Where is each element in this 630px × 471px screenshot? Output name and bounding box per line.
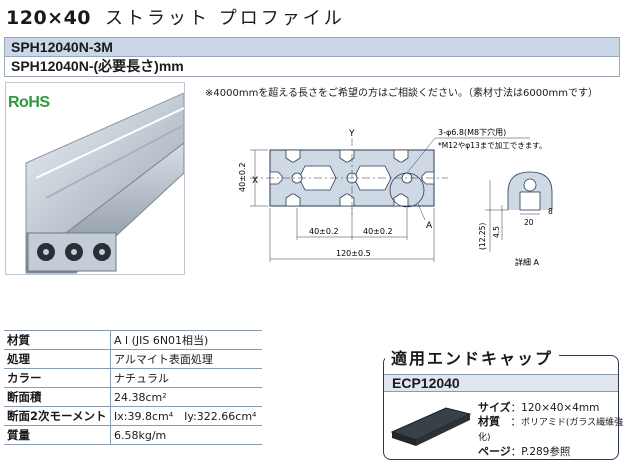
spec-value: Ix:39.8cm⁴ Iy:322.66cm⁴	[110, 406, 262, 426]
spec-row: カラーナチュラル	[4, 368, 262, 388]
width-dim: 120±0.5	[336, 249, 371, 258]
part-number-1: SPH12040N-3M	[4, 37, 620, 57]
endcap-image	[390, 407, 472, 446]
hole-note: *M12やφ13まで加工できます。	[438, 140, 547, 150]
detail-dim-4: 8	[548, 207, 553, 216]
height-dim: 40±0.2	[238, 162, 247, 192]
spec-key: 質量	[4, 425, 111, 445]
product-photo	[5, 82, 185, 275]
spec-key: 断面積	[4, 387, 111, 407]
spec-value: 6.58kg/m	[110, 425, 262, 445]
spec-key: カラー	[4, 368, 111, 388]
cross-section-drawing: X Y 3-φ6.8(M8下穴用) *M12やφ13まで加工できます。 40±0…	[238, 127, 553, 267]
endcap-page-label: ページ	[478, 445, 511, 458]
spec-key: 材質	[4, 330, 111, 350]
extrusion-image	[25, 92, 184, 274]
endcap-size-label: サイズ	[478, 401, 511, 414]
spec-row: 処理アルマイト表面処理	[4, 349, 262, 369]
spec-value: ナチュラル	[110, 368, 262, 388]
endcap-part-number: ECP12040	[384, 374, 618, 392]
spec-value: A l (JIS 6N01相当)	[110, 330, 262, 350]
endcap-heading: 適用エンドキャップ	[385, 345, 560, 369]
detail-dim-2: 4.5	[492, 226, 501, 238]
spec-key: 処理	[4, 349, 111, 369]
hole-label: 3-φ6.8(M8下穴用)	[438, 127, 506, 137]
endcap-material-label: 材質	[478, 415, 500, 428]
axis-y-label: Y	[348, 129, 355, 139]
endcap-material-value: ポリアミド(ガラス繊維強化)	[478, 418, 624, 443]
detail-dim-3: 20	[524, 218, 534, 227]
detail-caption: 詳細 A	[515, 257, 540, 267]
endcap-size-value: 120×40×4mm	[521, 402, 600, 414]
profile-size: 120×40	[6, 7, 92, 29]
spec-key: 断面2次モーメント	[4, 406, 111, 426]
detail-marker: A	[426, 221, 433, 231]
rohs-badge: RoHS	[8, 94, 50, 111]
profile-name: ストラット プロファイル	[105, 8, 345, 29]
endcap-specs: サイズ：120×40×4mm 材質 ：ポリアミド(ガラス繊維強化) ページ：P.…	[478, 401, 624, 458]
part-number-2: SPH12040N-(必要長さ)mm	[4, 57, 620, 77]
detail-dim-1: (12.25)	[478, 223, 487, 250]
spec-value: 24.38cm²	[110, 387, 262, 407]
pitch-dim-2: 40±0.2	[363, 227, 393, 236]
page-title: 120×40 ストラット プロファイル	[6, 4, 345, 30]
endcap-page-value: P.289参照	[521, 446, 571, 458]
pitch-dim-1: 40±0.2	[309, 227, 339, 236]
spec-value: アルマイト表面処理	[110, 349, 262, 369]
length-note: ※4000mmを超える長さをご希望の方はご相談ください。（素材寸法は6000mm…	[205, 88, 598, 99]
detail-a-view: (12.25) 4.5 20 8 詳細 A	[478, 171, 553, 267]
